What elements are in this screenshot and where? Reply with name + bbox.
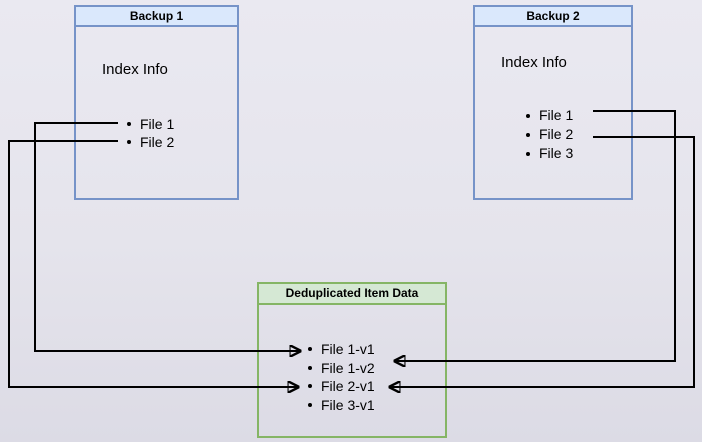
backup2-box: Backup 2 Index Info File 1 File 2 File 3 (473, 5, 633, 200)
list-item-label: File 1-v2 (321, 359, 375, 376)
deduplicated-file-list: File 1-v1 File 1-v2 File 2-v1 File 3-v1 (307, 340, 375, 414)
list-item-file1-v1: File 1-v1 (307, 340, 375, 359)
backup1-file-list: File 1 File 2 (126, 115, 174, 151)
list-item-file1: File 1 (126, 115, 174, 133)
list-item-label: File 2 (140, 134, 175, 150)
deduplicated-item-data-box: Deduplicated Item Data File 1-v1 File 1-… (257, 282, 447, 438)
list-item-file1: File 1 (525, 106, 573, 125)
backup2-file-list: File 1 File 2 File 3 (525, 106, 573, 163)
list-item-file2: File 2 (525, 125, 573, 144)
backup1-box: Backup 1 Index Info File 1 File 2 (74, 5, 239, 200)
list-item-file2-v1: File 2-v1 (307, 377, 375, 396)
backup2-title: Backup 2 (475, 7, 631, 27)
list-item-label: File 2 (539, 126, 574, 142)
list-item-label: File 1 (140, 116, 175, 132)
list-item-label: File 1-v1 (321, 341, 375, 357)
list-item-file3-v1: File 3-v1 (307, 396, 375, 415)
list-item-label: File 3-v1 (321, 396, 375, 413)
list-item-file3: File 3 (525, 144, 573, 163)
list-item-file1-v2: File 1-v2 (307, 359, 375, 378)
backup1-index-info-label: Index Info (102, 61, 168, 78)
deduplicated-item-data-title: Deduplicated Item Data (259, 284, 445, 305)
backup1-title: Backup 1 (76, 7, 237, 27)
list-item-file2: File 2 (126, 133, 174, 151)
list-item-label: File 1 (539, 107, 574, 123)
list-item-label: File 3 (539, 145, 574, 161)
backup2-index-info-label: Index Info (501, 54, 567, 71)
list-item-label: File 2-v1 (321, 378, 375, 394)
